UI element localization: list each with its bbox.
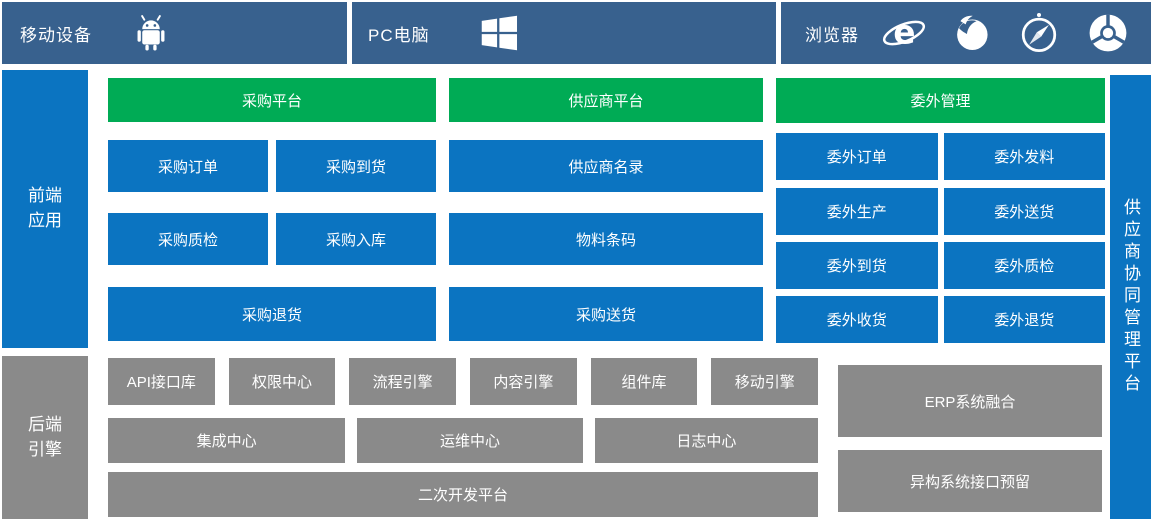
svg-text:e: e [893,13,915,51]
box-content-engine: 内容引擎 [470,358,577,405]
box-component-library: 组件库 [590,358,698,405]
box-purchase-qc: 采购质检 [108,213,268,265]
box-outsourcing-receipt: 委外收货 [776,296,938,343]
safari-icon [1017,11,1061,55]
box-outsourcing-delivery: 委外送货 [943,188,1105,235]
supplier-collaboration-rail: 供应商协同管理平台 [1110,75,1151,519]
supplier-platform-group: 供应商平台 供应商名录 物料条码 采购送货 [449,78,763,341]
header-supplier-platform: 供应商平台 [449,78,763,122]
box-secondary-dev-platform: 二次开发平台 [108,472,818,517]
box-purchase-delivery: 采购送货 [449,287,763,341]
back-end-label: 后端引擎 [28,414,62,459]
front-end-rail: 前端应用 [2,70,88,348]
windows-icon [476,10,522,56]
backend-engines-group: API接口库 权限中心 流程引擎 内容引擎 组件库 移动引擎 集成中心 运维中心… [108,358,819,517]
box-material-barcode: 物料条码 [449,213,763,265]
box-purchase-order: 采购订单 [108,140,268,192]
system-integration-group: ERP系统融合 异构系统接口预留 [838,365,1102,512]
box-outsourcing-qc: 委外质检 [943,242,1105,289]
pc-label: PC电脑 [368,25,430,45]
supplier-collaboration-label: 供应商协同管理平台 [1121,198,1140,396]
outsourcing-management-group: 委外管理 委外订单 委外发料 委外生产 委外送货 委外到货 委外质检 委外收货 … [776,78,1105,343]
topbar-section-pc: PC电脑 [352,2,776,64]
ie-icon: e [881,10,927,56]
browsers-label: 浏览器 [805,25,859,45]
front-end-label: 前端应用 [28,186,62,230]
box-outsourcing-return: 委外退货 [943,296,1105,343]
box-supplier-directory: 供应商名录 [449,140,763,192]
box-permission-center: 权限中心 [228,358,336,405]
topbar-section-mobile: 移动设备 [2,2,347,64]
topbar-section-browsers: 浏览器 e [781,2,1151,64]
box-mobile-engine: 移动引擎 [711,358,819,405]
header-procurement-platform: 采购平台 [108,78,436,122]
box-ops-center: 运维中心 [357,418,583,463]
header-outsourcing-management: 委外管理 [776,78,1105,123]
box-outsourcing-material-issue: 委外发料 [943,133,1105,180]
box-purchase-return: 采购退货 [108,287,436,341]
box-purchase-inbound: 采购入库 [276,213,436,265]
android-icon [130,12,172,54]
box-log-center: 日志中心 [594,418,818,463]
box-outsourcing-production: 委外生产 [776,188,938,235]
firefox-icon [951,12,993,54]
box-outsourcing-arrival: 委外到货 [776,242,938,289]
box-integration-center: 集成中心 [108,418,346,463]
procurement-platform-group: 采购平台 采购订单 采购到货 采购质检 采购入库 采购退货 [108,78,436,341]
box-outsourcing-order: 委外订单 [776,133,938,180]
chrome-icon [1085,10,1131,56]
box-purchase-arrival: 采购到货 [276,140,436,192]
box-process-engine: 流程引擎 [349,358,457,405]
box-heterogeneous-interface: 异构系统接口预留 [838,450,1102,512]
box-api-library: API接口库 [108,358,215,405]
back-end-rail: 后端引擎 [2,356,88,519]
box-erp-integration: ERP系统融合 [838,365,1102,437]
mobile-devices-label: 移动设备 [20,25,92,45]
